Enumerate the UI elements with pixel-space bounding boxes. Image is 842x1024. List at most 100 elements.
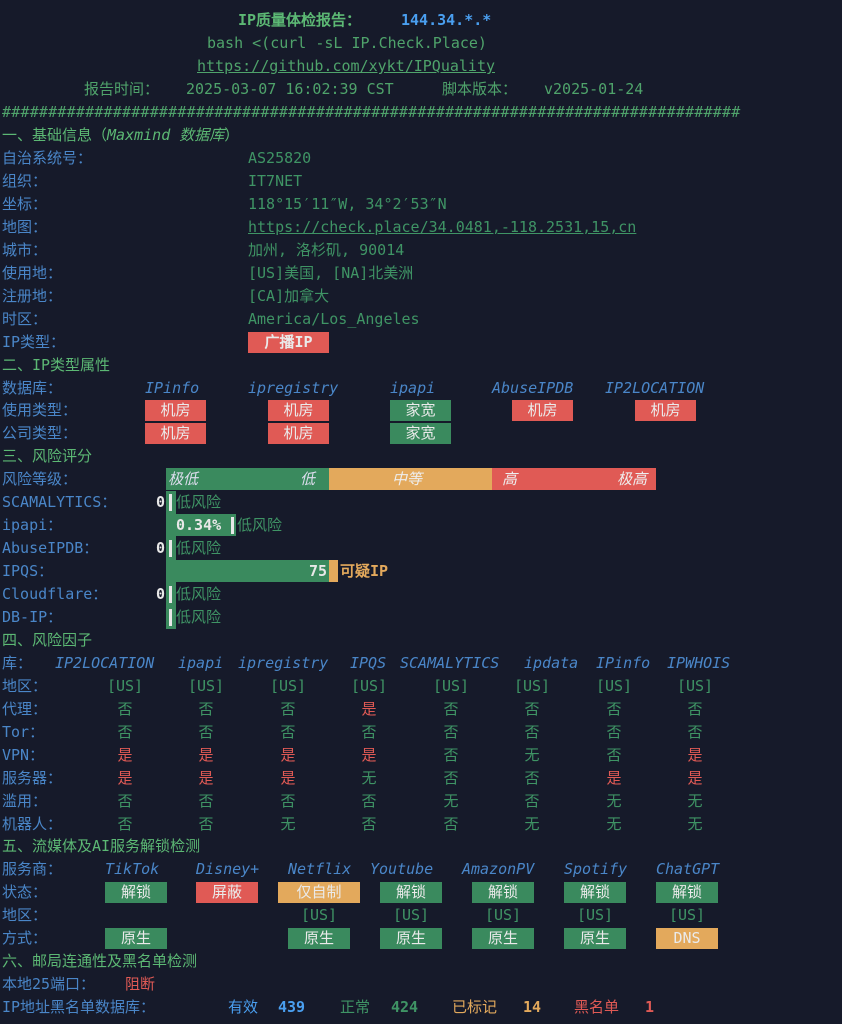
service-method-badge: 原生	[564, 928, 626, 949]
factor-lib-name: IPQS	[350, 654, 387, 672]
service-region: [US]	[668, 906, 706, 924]
normal-label: 正常	[340, 998, 371, 1016]
factor-value: 是	[117, 746, 133, 764]
factor-value: 无	[524, 746, 540, 764]
basic-info-row: 注册地：[CA]加拿大	[0, 285, 842, 308]
basic-info-label: 时区：	[2, 310, 48, 328]
risk-score-label: DB-IP：	[2, 608, 63, 626]
ip-type-label: IP类型：	[2, 333, 66, 351]
risk-score-marker	[329, 560, 338, 582]
report-time: 2025-03-07 16:02:39 CST	[186, 80, 394, 98]
factor-value: 是	[280, 746, 296, 764]
provider-label: 服务商：	[2, 860, 63, 878]
valid-count: 439	[278, 998, 306, 1016]
service-status-badge: 仅自制	[278, 882, 360, 903]
repo-link[interactable]: https://github.com/xykt/IPQuality	[197, 57, 496, 75]
service-method-badge: 原生	[105, 928, 167, 949]
section-iptype-title: 二、IP类型属性	[2, 356, 111, 374]
basic-info-row: 地图：https://check.place/34.0481,-118.2531…	[0, 216, 842, 239]
basic-info-value: 118°15′11″W, 34°2′53″N	[248, 195, 447, 213]
risk-score-label: SCAMALYTICS：	[2, 493, 117, 511]
factor-row: 地区：[US][US][US][US][US][US][US][US]	[0, 675, 842, 698]
section-risk-title: 三、风险评分	[2, 447, 93, 465]
command-text: bash <(curl -sL IP.Check.Place)	[207, 34, 487, 52]
factor-value: 否	[606, 746, 622, 764]
factor-value: 否	[198, 700, 214, 718]
marked-label: 已标记	[452, 998, 498, 1016]
basic-info-value: [US]美国, [NA]北美洲	[248, 264, 414, 282]
service-region: [US]	[392, 906, 430, 924]
factor-value: 是	[687, 746, 703, 764]
risk-score-marker	[169, 540, 172, 557]
separator: ########################################…	[2, 103, 741, 121]
iptype-usage-badge: 机房	[268, 400, 329, 421]
section-basic-title-end: ）	[224, 126, 240, 144]
factor-value: 无	[606, 815, 622, 833]
factor-value: 是	[198, 769, 214, 787]
factor-value: [US]	[106, 677, 144, 695]
valid-label: 有效	[228, 998, 259, 1016]
risk-score-value: 0	[156, 585, 166, 603]
basic-info-label: 城市：	[2, 241, 48, 259]
service-name: Spotify	[564, 860, 628, 878]
factor-label: 代理：	[2, 700, 48, 718]
risk-score-text: 低风险	[176, 585, 222, 603]
basic-info-value: [CA]加拿大	[248, 287, 330, 305]
section-basic-db: Maxmind 数据库	[107, 126, 225, 144]
risk-score-value: 0.34%	[176, 516, 222, 534]
factor-value: 否	[117, 815, 133, 833]
factor-label: 滥用：	[2, 792, 48, 810]
iptype-usage-badge: 机房	[145, 400, 206, 421]
risk-score-label: Cloudflare：	[2, 585, 108, 603]
factor-value: 否	[117, 792, 133, 810]
blacklisted-count: 1	[645, 998, 655, 1016]
factor-label: 机器人：	[2, 815, 63, 833]
iptype-db-name: AbuseIPDB	[492, 379, 574, 397]
service-name: TikTok	[105, 860, 160, 878]
factor-value: 否	[606, 700, 622, 718]
map-link[interactable]: https://check.place/34.0481,-118.2531,15…	[248, 218, 637, 236]
risk-level-low: 低	[300, 470, 316, 488]
iptype-db-label: 数据库：	[2, 379, 63, 397]
factor-row: Tor：否否否否否否否否	[0, 721, 842, 744]
basic-info-value: AS25820	[248, 149, 312, 167]
service-status-badge: 解锁	[380, 882, 442, 903]
port25-label: 本地25端口：	[2, 975, 96, 993]
risk-score-value: 75	[309, 562, 328, 580]
section-streaming-title: 五、流媒体及AI服务解锁检测	[2, 837, 201, 855]
basic-info-label: 使用地：	[2, 264, 63, 282]
risk-score-text: 低风险	[176, 493, 222, 511]
factor-row: VPN：是是是是否无否是	[0, 744, 842, 767]
risk-score-row: DB-IP：低风险	[0, 606, 842, 629]
risk-score-marker	[231, 517, 234, 534]
basic-info-label: 坐标：	[2, 195, 48, 213]
basic-info-row: 使用地： [US]美国, [NA]北美洲	[0, 262, 842, 285]
risk-score-value: 0	[156, 493, 166, 511]
factor-lib-label: 库：	[2, 654, 33, 672]
report-time-label: 报告时间：	[84, 80, 160, 98]
basic-info-row: 坐标： 118°15′11″W, 34°2′53″N	[0, 193, 842, 216]
factor-lib-name: SCAMALYTICS	[400, 654, 500, 672]
factor-value: 否	[280, 700, 296, 718]
version-label: 脚本版本：	[442, 80, 518, 98]
factor-lib-name: ipapi	[178, 654, 224, 672]
basic-info-row: 自治系统号：AS25820	[0, 147, 842, 170]
factor-value: 是	[117, 769, 133, 787]
report-title: IP质量体检报告：	[238, 11, 362, 29]
risk-score-label: IPQS：	[2, 562, 54, 580]
blacklist-label: IP地址黑名单数据库：	[2, 998, 156, 1016]
factor-value: [US]	[432, 677, 470, 695]
service-method-badge: 原生	[472, 928, 534, 949]
basic-info-label: 组织：	[2, 172, 48, 190]
section-basic-title: 一、基础信息（Maxmind 数据库）	[2, 124, 239, 147]
risk-score-bar	[166, 514, 236, 536]
factor-value: 否	[606, 723, 622, 741]
section-basic-title-text: 一、基础信息（	[2, 126, 108, 144]
factor-row: 代理：否否否是否否否否	[0, 698, 842, 721]
factor-lib-name: IPWHOIS	[667, 654, 731, 672]
service-name: Disney+	[196, 860, 260, 878]
service-name: AmazonPV	[462, 860, 535, 878]
factor-value: 无	[361, 769, 377, 787]
ip-type-badge: 广播IP	[248, 332, 329, 353]
